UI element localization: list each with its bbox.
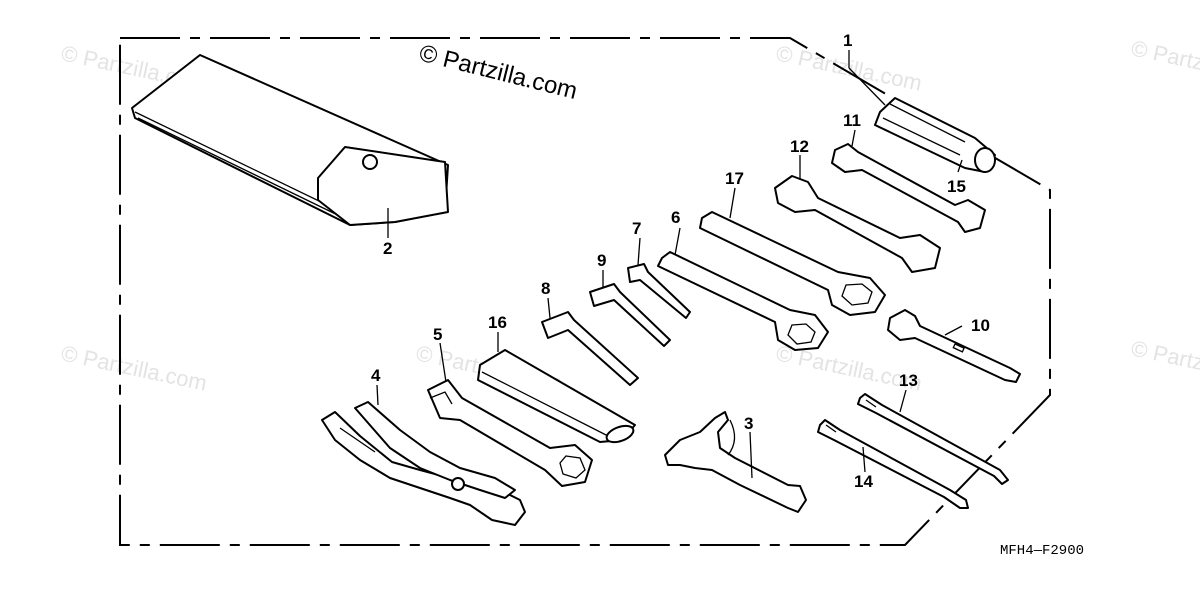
wrench-14x17 bbox=[774, 155, 941, 273]
callout-12: 12 bbox=[790, 137, 809, 156]
callout-2: 2 bbox=[383, 239, 392, 258]
callout-3: 3 bbox=[744, 414, 753, 433]
open-wrench-10 bbox=[887, 309, 1021, 383]
callout-15: 15 bbox=[947, 177, 966, 196]
wrench-10x14 bbox=[831, 129, 986, 233]
diagram-code: MFH4—F2900 bbox=[1000, 543, 1084, 559]
callout-7: 7 bbox=[632, 219, 641, 238]
callout-14: 14 bbox=[854, 472, 873, 491]
callout-11: 11 bbox=[843, 111, 861, 130]
screwdriver-handle bbox=[848, 50, 996, 173]
hex-wrench-9 bbox=[589, 270, 671, 347]
hex-wrench-8 bbox=[541, 297, 639, 386]
callout-17: 17 bbox=[725, 169, 744, 188]
callout-1: 1 bbox=[843, 31, 852, 50]
box-wrench-17 bbox=[699, 187, 886, 316]
callout-13: 13 bbox=[899, 371, 918, 390]
callout-4: 4 bbox=[371, 366, 381, 385]
box-wrench-6 bbox=[657, 227, 829, 351]
extension-bar bbox=[477, 332, 636, 444]
callout-10: 10 bbox=[971, 316, 990, 335]
spark-plug-wrench bbox=[427, 342, 593, 487]
diagram-frame bbox=[119, 37, 1051, 546]
watermark-text: © Partzilla.com bbox=[59, 340, 209, 395]
watermark-text: © Partzilla.com bbox=[1129, 335, 1200, 390]
screwdriver-13 bbox=[857, 389, 1009, 485]
callout-16: 16 bbox=[488, 313, 507, 332]
watermark-text: © Partzilla.com bbox=[1129, 35, 1200, 90]
pliers bbox=[321, 384, 526, 526]
hex-wrench-7 bbox=[627, 237, 691, 319]
callout-5: 5 bbox=[433, 325, 442, 344]
pin-spanner bbox=[664, 411, 807, 513]
callout-8: 8 bbox=[541, 279, 550, 298]
tool-bag bbox=[131, 54, 449, 238]
copyright-text: © Partzilla.com bbox=[417, 40, 580, 105]
callout-9: 9 bbox=[597, 251, 606, 270]
callout-6: 6 bbox=[671, 208, 680, 227]
screwdriver-14 bbox=[817, 419, 969, 509]
